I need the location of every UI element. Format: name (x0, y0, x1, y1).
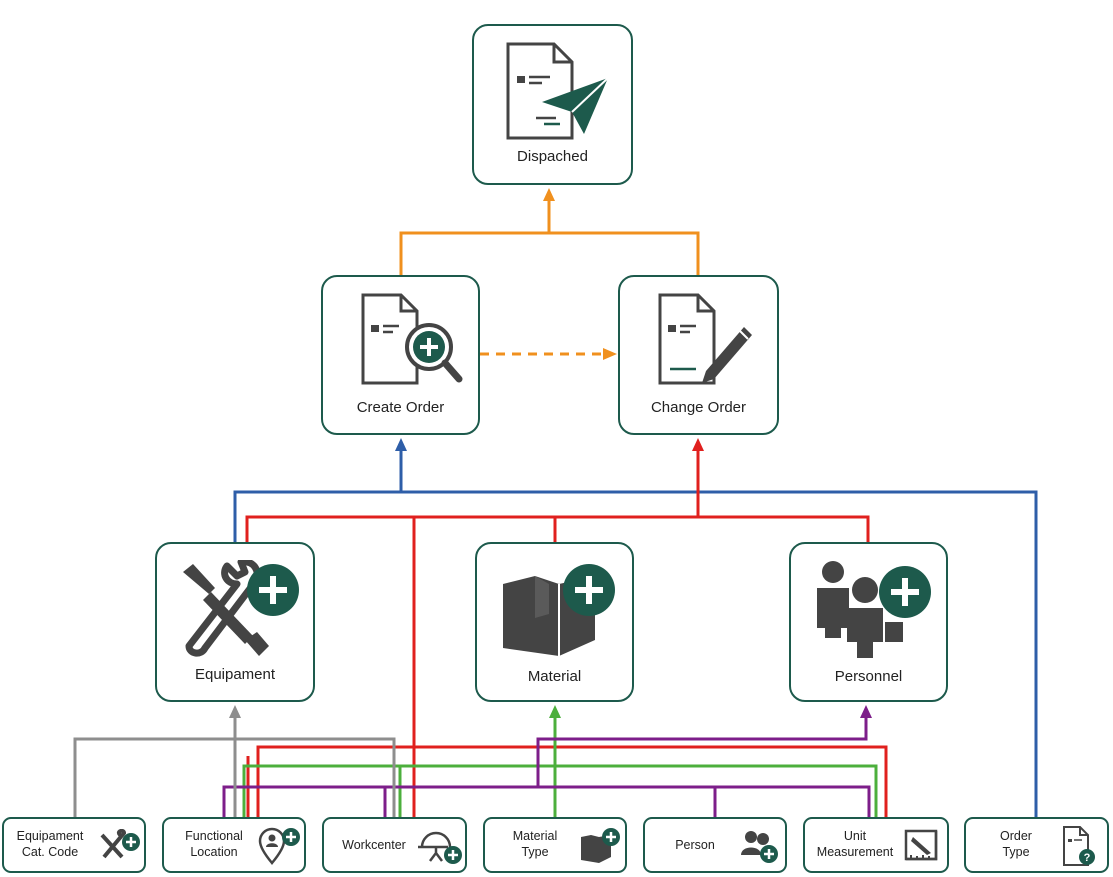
purple-connectors (222, 705, 872, 818)
location-pin-person-plus-icon (258, 827, 300, 865)
dispatched-node[interactable]: Dispached (472, 24, 633, 185)
change-order-node[interactable]: Change Order (618, 275, 779, 435)
material-node[interactable]: Material (475, 542, 634, 702)
unit-measurement-label-line1: Unit (843, 829, 867, 843)
equipment-cat-code-label-line2: Cat. Code (21, 845, 79, 859)
personnel-label: Personnel (834, 668, 903, 685)
equipment-node[interactable]: Equipament (155, 542, 315, 702)
red-connectors (245, 438, 888, 818)
orange-connectors (399, 188, 700, 360)
functional-location-label-line1: Functional (185, 829, 243, 843)
create-order-node[interactable]: Create Order (321, 275, 480, 435)
document-paper-plane-icon (506, 42, 609, 140)
dispatched-label: Dispached (517, 148, 588, 165)
equipment-cat-code-label-line1: Equipament (16, 829, 84, 843)
document-question-icon: ? (1063, 826, 1095, 866)
workcenter-hardhat-plus-icon (418, 831, 462, 864)
document-magnifier-plus-icon (361, 293, 463, 385)
order-type-label-line1: Order (1000, 829, 1032, 843)
workcenter-box[interactable]: Workcenter (322, 817, 467, 873)
material-type-label-line2: Type (521, 845, 549, 859)
svg-text:?: ? (1084, 852, 1091, 864)
people-plus-icon (817, 561, 931, 658)
equipment-cat-code-box[interactable]: Equipament Cat. Code (2, 817, 146, 873)
green-connectors (242, 705, 878, 818)
material-type-box[interactable]: Material Type (483, 817, 627, 873)
functional-location-label-line2: Location (190, 845, 238, 859)
document-pencil-icon (658, 293, 752, 385)
wrench-screwdriver-plus-icon (100, 829, 140, 859)
unit-measurement-box[interactable]: Unit Measurement (803, 817, 949, 873)
material-type-label-line1: Material (512, 829, 558, 843)
personnel-node[interactable]: Personnel (789, 542, 948, 702)
person-box[interactable]: Person (643, 817, 787, 873)
change-order-label: Change Order (650, 399, 747, 416)
gray-connectors (73, 705, 396, 818)
ruler-pencil-icon (904, 829, 938, 861)
person-plus-icon (741, 831, 778, 863)
box-plus-icon (581, 828, 620, 863)
blue-connectors (233, 438, 1038, 818)
workcenter-label: Workcenter (342, 838, 406, 852)
functional-location-box[interactable]: Functional Location (162, 817, 306, 873)
order-type-box[interactable]: Order Type ? (964, 817, 1109, 873)
person-label: Person (675, 838, 715, 852)
equipment-label: Equipament (194, 666, 276, 683)
material-label: Material (527, 668, 582, 685)
unit-measurement-label-line2: Measurement (816, 845, 894, 859)
order-type-label-line2: Type (1002, 845, 1030, 859)
box-plus-icon (503, 564, 615, 656)
create-order-label: Create Order (356, 399, 445, 416)
wrench-screwdriver-plus-icon (183, 560, 299, 657)
